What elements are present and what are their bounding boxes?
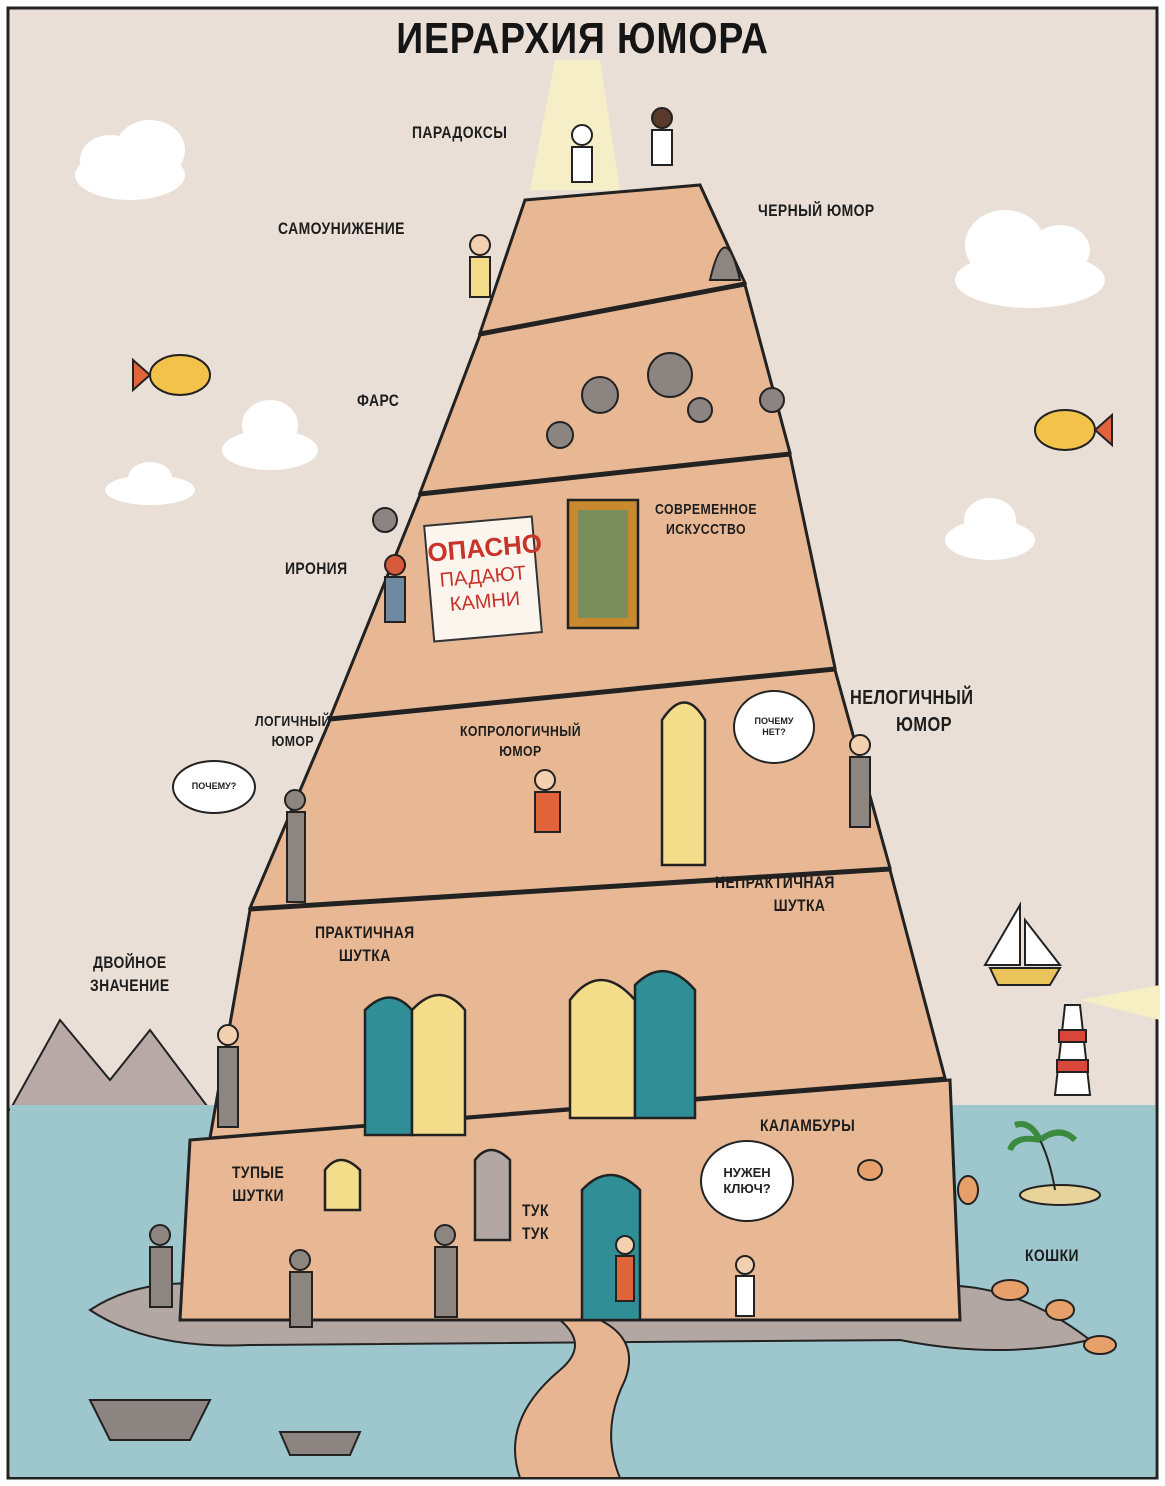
label-line: ИСКУССТВО: [665, 521, 746, 539]
bubble-line: КЛЮЧ?: [723, 1181, 771, 1196]
label-logical-humor: ЛОГИЧНЫЙ ЮМОР: [255, 712, 331, 753]
label-impractical-joke: НЕПРАКТИЧНАЯ ШУТКА: [715, 872, 835, 918]
label-line: ЮМОР: [896, 714, 952, 736]
label-knock-knock: ТУК ТУК: [522, 1200, 549, 1246]
light-beam: [530, 60, 620, 190]
clouds: [75, 120, 1105, 560]
path: [514, 1319, 630, 1479]
label-paradoxes: ПАРАДОКСЫ: [412, 123, 508, 142]
lighthouse: [1053, 985, 1160, 1096]
label-dumb-jokes: ТУПЫЕ ШУТКИ: [232, 1162, 284, 1208]
label-line: ШУТКА: [773, 895, 826, 915]
label-line: СОВРЕМЕННОЕ: [655, 501, 757, 518]
bubble-line: ПОЧЕМУ: [754, 715, 794, 726]
label-line: ШУТКА: [338, 945, 391, 965]
speech-bubble-why: ПОЧЕМУ?: [172, 760, 256, 814]
label-line: ЮМОР: [271, 733, 315, 751]
doors: [323, 701, 707, 1322]
label-line: ТУК: [522, 1201, 549, 1220]
label-line: КОПРОЛОГИЧНЫЙ: [460, 723, 581, 740]
palm-island: [1007, 1121, 1101, 1206]
label-line: ДВОЙНОЕ: [92, 953, 167, 972]
fish: [132, 354, 1113, 451]
cats: [857, 1159, 1117, 1355]
label-illogical-humor: НЕЛОГИЧНЫЙ ЮМОР: [850, 685, 973, 739]
label-line: НЕПРАКТИЧНАЯ: [715, 873, 835, 892]
label-black-humor: ЧЕРНЫЙ ЮМОР: [758, 201, 875, 220]
label-double-meaning: ДВОЙНОЕ ЗНАЧЕНИЕ: [90, 952, 170, 998]
label-cats: КОШКИ: [1025, 1246, 1079, 1265]
label-line: ЛОГИЧНЫЙ: [255, 713, 331, 730]
bubble-line: НУЖЕН: [723, 1164, 771, 1180]
label-irony: ИРОНИЯ: [285, 559, 348, 578]
painting-canvas: [578, 510, 628, 618]
sailboat: [983, 901, 1063, 986]
label-line: ЗНАЧЕНИЕ: [90, 975, 170, 995]
label-puns: КАЛАМБУРЫ: [760, 1116, 856, 1135]
label-self-deprecation: САМОУНИЖЕНИЕ: [278, 219, 405, 238]
label-line: НЕЛОГИЧНЫЙ: [850, 687, 974, 709]
label-coprological-humor: КОПРОЛОГИЧНЫЙ ЮМОР: [460, 722, 581, 763]
label-farce: ФАРС: [357, 391, 400, 410]
page-title: ИЕРАРХИЯ ЮМОРА: [396, 14, 769, 63]
label-line: ПРАКТИЧНАЯ: [315, 923, 415, 942]
boulders: [372, 352, 785, 533]
label-modern-art: СОВРЕМЕННОЕ ИСКУССТВО: [655, 500, 757, 541]
label-line: ТУК: [522, 1223, 549, 1243]
bubble-line: НЕТ?: [762, 727, 786, 737]
danger-sign: ОПАСНО ПАДАЮТ КАМНИ: [423, 515, 543, 643]
label-practical-joke: ПРАКТИЧНАЯ ШУТКА: [315, 922, 415, 968]
label-line: ТУПЫЕ: [232, 1163, 285, 1182]
people: [149, 107, 871, 1328]
label-line: ЮМОР: [499, 743, 542, 761]
label-line: ШУТКИ: [232, 1185, 284, 1205]
rowboats: [88, 1399, 362, 1456]
